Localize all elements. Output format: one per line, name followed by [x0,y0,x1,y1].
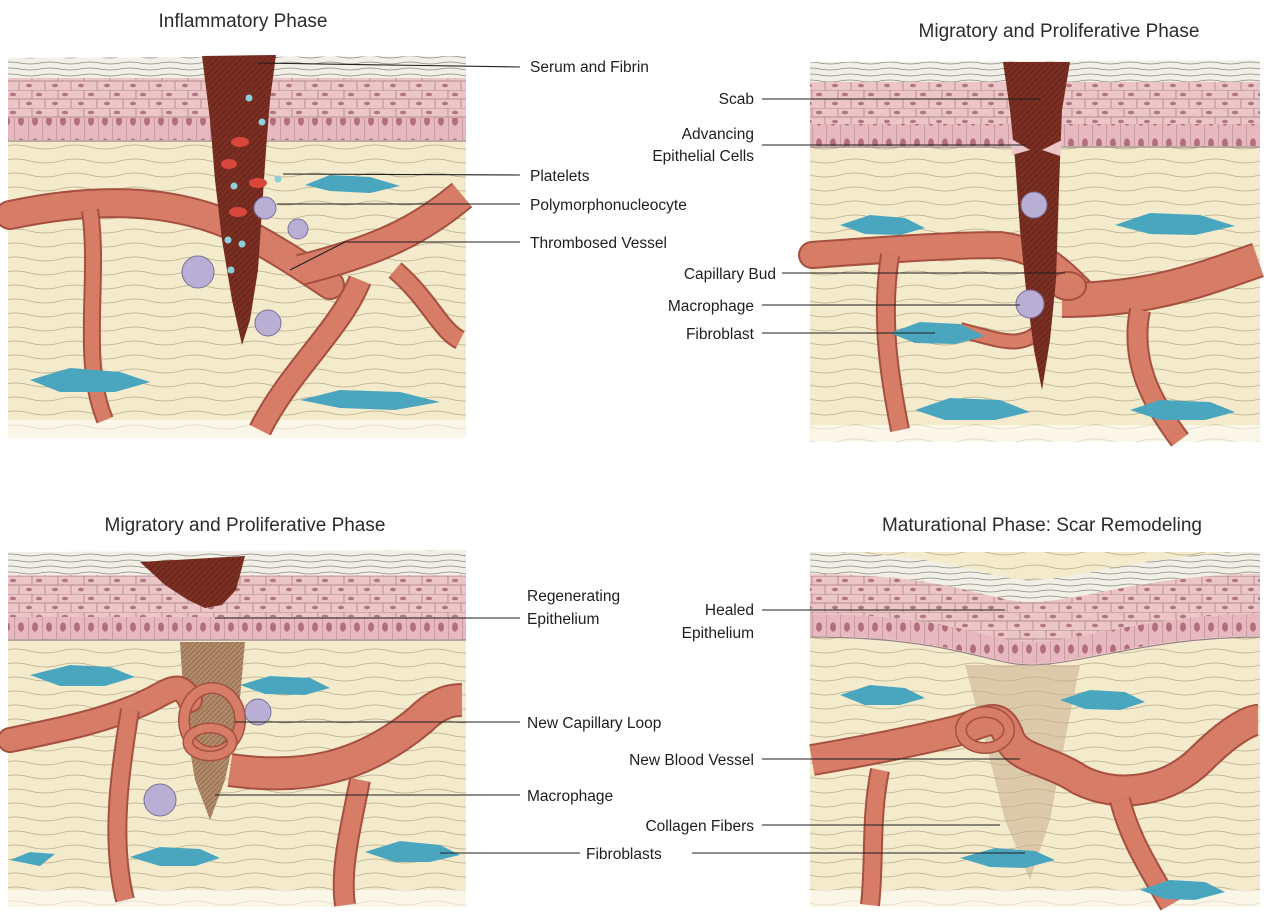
label-epithelial-cells: Epithelial Cells [652,148,754,165]
label-regenerating: Regenerating [527,588,620,605]
panel-maturational: Maturational Phase: Scar Remodeling [629,515,1265,910]
panel-inflammatory: Inflammatory Phase [0,11,687,442]
label-fibroblasts: Fibroblasts [586,846,662,863]
label-fibroblast: Fibroblast [686,326,755,343]
label-epithelium: Epithelium [527,611,599,628]
panel-migratory-2: Migratory and Proliferative Phase [0,515,662,910]
label-capillary-bud: Capillary Bud [684,266,776,283]
panel-title: Migratory and Proliferative Phase [105,515,386,536]
label-advancing: Advancing [682,126,754,143]
panel-title: Inflammatory Phase [159,11,328,32]
label-thrombosed-vessel: Thrombosed Vessel [530,235,667,252]
label-new-blood-vessel: New Blood Vessel [629,752,754,769]
label-polymorphonucleocyte: Polymorphonucleocyte [530,197,687,214]
label-collagen-fibers: Collagen Fibers [645,818,754,835]
panel-title: Maturational Phase: Scar Remodeling [882,515,1202,536]
label-scab: Scab [719,91,754,108]
label-healed: Healed [705,602,754,619]
label-serum-fibrin: Serum and Fibrin [530,59,649,76]
label-macrophage: Macrophage [527,788,613,805]
label-new-capillary-loop: New Capillary Loop [527,715,661,732]
label-macrophage: Macrophage [668,298,754,315]
label-epithelium: Epithelium [682,625,754,642]
panel-migratory-1: Migratory and Proliferative Phase [652,21,1265,445]
label-platelets: Platelets [530,168,590,185]
panel-title: Migratory and Proliferative Phase [919,21,1200,42]
